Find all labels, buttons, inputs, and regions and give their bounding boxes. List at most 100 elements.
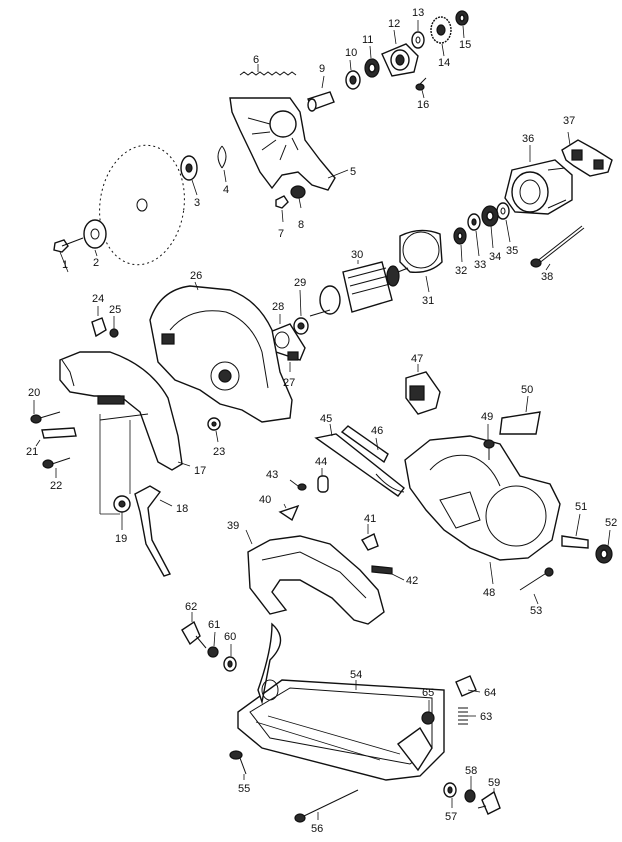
label-64: 64 (484, 687, 496, 699)
label-7: 7 (278, 228, 284, 240)
label-28: 28 (272, 301, 284, 313)
label-30: 30 (351, 249, 363, 261)
label-11: 11 (362, 34, 373, 46)
label-2: 2 (93, 257, 99, 269)
part-32-ring (453, 227, 467, 263)
part-55-screw (229, 750, 247, 780)
part-20-screw (30, 400, 61, 424)
label-19: 19 (115, 533, 127, 545)
label-57: 57 (445, 811, 457, 823)
label-16: 16 (417, 99, 429, 111)
label-55: 55 (238, 783, 250, 795)
label-63: 63 (480, 711, 492, 723)
label-38: 38 (541, 271, 553, 283)
part-51-brush (561, 513, 589, 549)
part-13-washer (411, 20, 425, 49)
part-53-screw (519, 567, 554, 605)
label-52: 52 (605, 517, 617, 529)
label-45: 45 (320, 413, 332, 425)
label-56: 56 (311, 823, 323, 835)
label-23: 23 (213, 446, 225, 458)
part-49-screw (483, 424, 495, 460)
label-21: 21 (26, 446, 38, 458)
part-22-screw (42, 457, 71, 478)
label-6: 6 (253, 54, 259, 66)
part-34-baffle (481, 205, 499, 249)
label-48: 48 (483, 587, 495, 599)
saw-blade (99, 144, 185, 266)
part-15-washer (455, 10, 469, 39)
part-5-blade-guard (229, 97, 349, 191)
part-64-wing-bolt (455, 675, 481, 697)
part-27-screw (287, 351, 299, 372)
part-14-gear (430, 16, 452, 57)
label-40: 40 (259, 494, 271, 506)
label-22: 22 (50, 480, 62, 492)
label-3: 3 (194, 197, 200, 209)
part-41-contact (361, 524, 379, 551)
part-18-lever (134, 485, 173, 577)
part-62-wing-nut (181, 612, 207, 649)
label-39: 39 (227, 520, 239, 532)
part-21-pin (35, 427, 77, 447)
part-56-bolt (294, 789, 359, 823)
label-20: 20 (28, 387, 40, 399)
part-4-ring (217, 145, 227, 183)
part-6-spring (239, 64, 297, 76)
label-34: 34 (489, 251, 501, 263)
part-38-screw (530, 225, 585, 271)
label-27: 27 (283, 377, 295, 389)
part-23-ring (207, 417, 221, 443)
label-65: 65 (422, 687, 434, 699)
part-11-bearing (364, 45, 380, 78)
label-54: 54 (350, 669, 362, 681)
part-48-motor-housing (404, 435, 561, 585)
label-35: 35 (506, 245, 518, 257)
part-40-holder (278, 503, 300, 522)
label-53: 53 (530, 605, 542, 617)
label-46: 46 (371, 425, 383, 437)
label-36: 36 (522, 133, 534, 145)
part-17-safety-cover (59, 351, 191, 471)
part-24-lever (91, 306, 107, 338)
part-37-brush-holder (561, 131, 613, 177)
part-47-switch (405, 364, 441, 415)
label-12: 12 (388, 18, 400, 30)
label-37: 37 (563, 115, 575, 127)
label-41: 41 (364, 513, 376, 525)
part-45-cord (314, 423, 405, 497)
part-12-bearing-box (381, 29, 419, 77)
label-43: 43 (266, 469, 278, 481)
part-3-flange (180, 155, 198, 196)
label-4: 4 (223, 184, 229, 196)
part-2-washer (83, 219, 107, 257)
part-16-screw (415, 77, 427, 99)
part-39-handle (245, 529, 385, 625)
label-9: 9 (319, 63, 325, 75)
label-8: 8 (298, 219, 304, 231)
part-46-cord-guard (340, 425, 389, 464)
label-47: 47 (411, 353, 423, 365)
label-42: 42 (406, 575, 418, 587)
part-35-washer (496, 202, 511, 243)
part-number-labels: 1 2 3 4 5 6 7 8 9 10 11 12 13 14 15 16 1… (26, 7, 617, 835)
part-36-field (504, 145, 573, 215)
part-60-washer (223, 644, 237, 672)
label-1: 1 (62, 259, 68, 271)
label-13: 13 (412, 7, 424, 19)
label-29: 29 (294, 277, 306, 289)
part-65-nut (421, 700, 435, 725)
label-62: 62 (185, 601, 197, 613)
part-63-spring (458, 707, 476, 725)
part-25-pin (109, 316, 119, 338)
part-52-cap (595, 529, 613, 564)
label-17: 17 (194, 465, 206, 477)
part-7-knob (275, 195, 289, 223)
label-59: 59 (488, 777, 500, 789)
label-33: 33 (474, 259, 486, 271)
label-26: 26 (190, 270, 202, 282)
part-43-screw (289, 479, 307, 491)
part-33-bearing (467, 213, 481, 257)
